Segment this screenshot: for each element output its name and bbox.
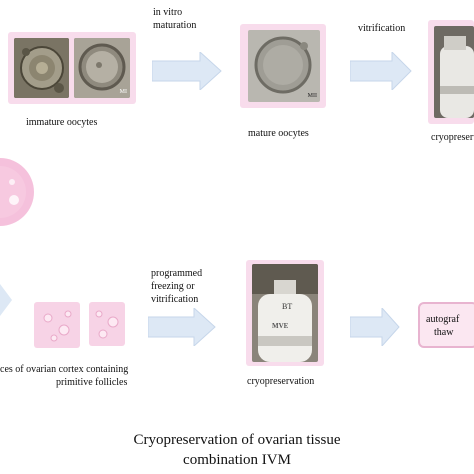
mature-oocyte-image: MII (248, 30, 320, 102)
cortex-piece-2 (89, 302, 125, 346)
in-vitro-maturation-label-line-1: in vitro (153, 7, 183, 18)
programmed-label-line-2: freezing or (151, 281, 195, 292)
autograft-label-line-2: thaw (434, 327, 454, 338)
cryopreservation-label-bottom: cryopreservation (247, 376, 315, 387)
cortex-label-line-1: ces of ovarian cortex containing (0, 364, 129, 375)
ovary-circle-icon (0, 158, 34, 226)
cortex-label-line-2: primitive follicles (56, 377, 128, 388)
caption-line-1: Cryopreservation of ovarian tissue (133, 432, 341, 448)
tank-tag-bt: BT (282, 302, 293, 311)
arrow-programmed-freezing (148, 308, 216, 346)
in-vitro-maturation-label-line-2: maturation (153, 20, 197, 31)
immature-oocyte-image-1 (14, 38, 69, 98)
cryopreservation-label-top: cryopreserv (431, 132, 474, 143)
micro-tag-mii: MII (307, 93, 317, 99)
tank-brand: MVE (272, 322, 289, 330)
arrow-vitrification (350, 52, 412, 90)
micro-tag-mi: MI (119, 89, 127, 95)
left-arrow-fragment-icon (0, 284, 12, 316)
cryo-tank-image-top (434, 26, 474, 118)
caption-line-2: combination IVM (183, 452, 291, 468)
immature-oocytes-label: immature oocytes (26, 117, 98, 128)
autograft-label-line-1: autograf (426, 314, 460, 325)
cryo-tank-image-bottom: BT MVE (252, 264, 318, 362)
programmed-label-line-3: vitrification (151, 294, 199, 305)
programmed-label-line-1: programmed (151, 268, 203, 279)
vitrification-label-top: vitrification (358, 23, 406, 34)
arrow-autograft (350, 308, 400, 346)
arrow-ivm (152, 52, 222, 90)
cortex-piece-1 (34, 302, 80, 348)
autograft-box: autograf thaw (418, 302, 474, 348)
mature-oocytes-label: mature oocytes (248, 128, 309, 139)
immature-oocyte-image-2: MI (74, 38, 130, 98)
